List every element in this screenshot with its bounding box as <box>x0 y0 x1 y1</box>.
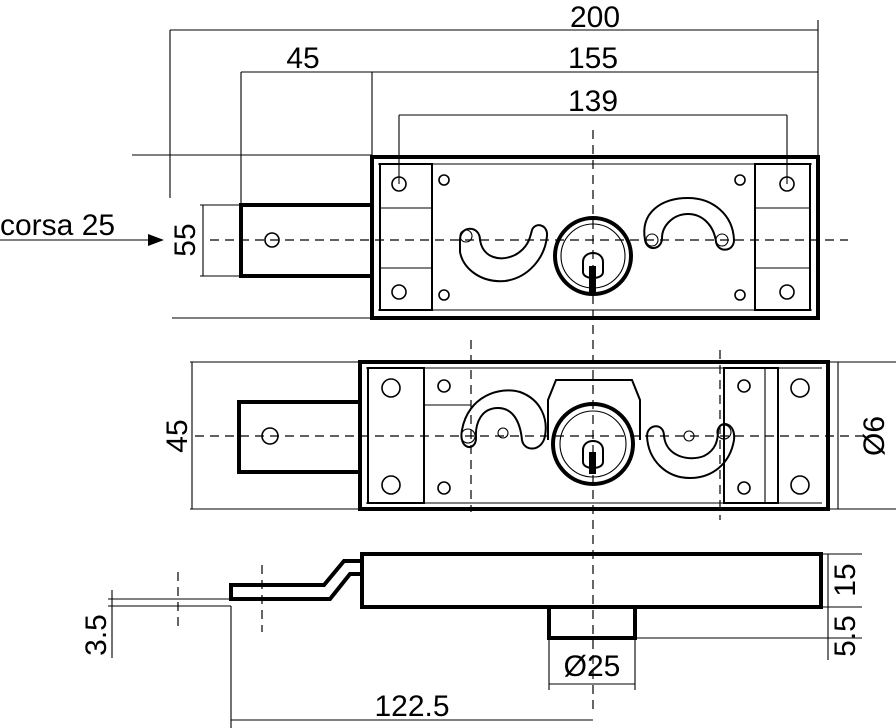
dim-shaft-diameter: Ø6 <box>858 416 891 456</box>
dim-hole-spacing: 139 <box>568 85 618 118</box>
dimension-lines <box>0 20 896 728</box>
dim-bolt-to-cylinder: 122.5 <box>374 690 449 723</box>
profile-body <box>360 552 823 609</box>
dim-profile-thickness: 15 <box>829 563 862 596</box>
top-view-body <box>370 155 820 320</box>
profile-cylinder <box>547 605 637 640</box>
left-cam <box>459 224 549 283</box>
front-view-bolt <box>237 400 360 474</box>
side-profile <box>177 552 823 640</box>
front-view-holes <box>261 378 810 495</box>
dim-front-height: 45 <box>161 419 194 452</box>
dim-cylinder-projection: 5.5 <box>829 615 862 657</box>
dim-body-length: 155 <box>568 42 618 75</box>
stroke-label: corsa 25 <box>0 209 115 242</box>
front-view <box>195 340 870 520</box>
profile-bolt <box>229 559 362 601</box>
front-view-cylinder <box>551 402 635 486</box>
top-view <box>210 130 848 710</box>
stroke-arrow-icon <box>148 234 164 246</box>
dim-overall-length: 200 <box>570 1 620 34</box>
dim-cylinder-diameter: Ø25 <box>564 650 621 683</box>
dim-bolt-thickness: 3.5 <box>80 614 113 656</box>
dim-top-height: 55 <box>169 223 202 256</box>
dim-bolt-offset: 45 <box>286 42 319 75</box>
